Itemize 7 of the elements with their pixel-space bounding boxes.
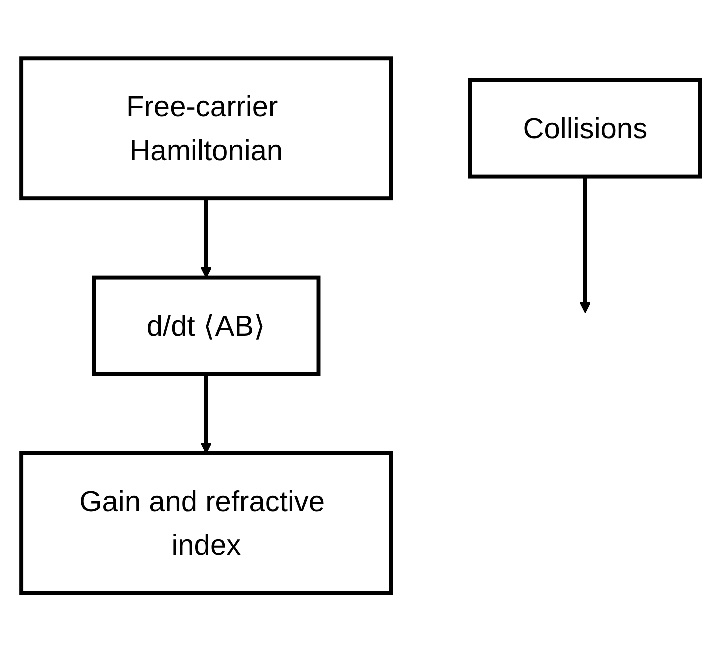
- arrow: [200, 198, 212, 278]
- node-box: d/dt ⟨AB⟩: [92, 276, 320, 376]
- node-box: Free-carrier Hamiltonian: [19, 56, 393, 201]
- node-box: Collisions: [468, 78, 702, 179]
- arrow: [200, 374, 212, 454]
- arrow: [579, 176, 591, 314]
- node-box: Gain and refractive index: [19, 451, 393, 596]
